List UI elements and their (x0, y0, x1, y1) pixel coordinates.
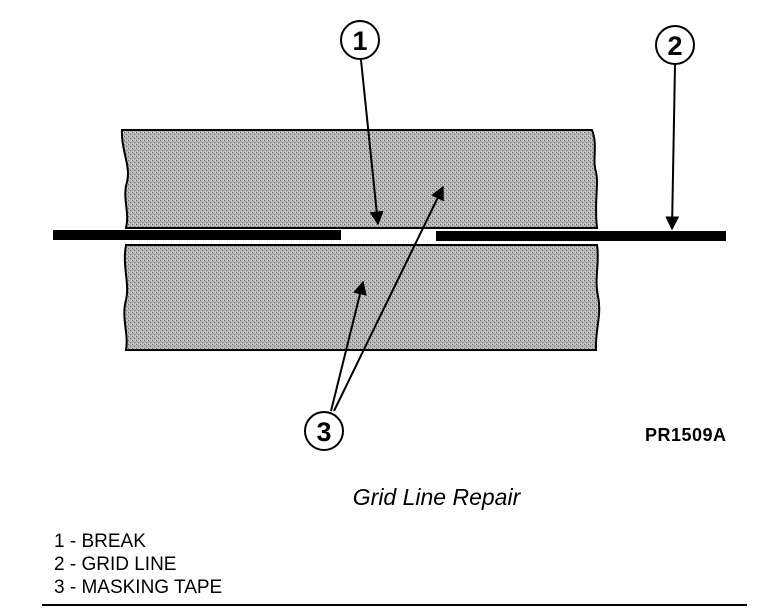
grid-line-break-gap (341, 230, 436, 241)
callout-2-circle (655, 25, 695, 65)
grid-line-right-segment (436, 231, 726, 241)
grid-line-left-segment (53, 230, 341, 240)
legend-item-grid-line: 2 - GRID LINE (54, 554, 177, 575)
legend-item-break: 1 - BREAK (54, 531, 146, 552)
callout-1-circle (340, 20, 380, 60)
figure-caption: Grid Line Repair (352, 484, 521, 510)
bottom-divider (42, 604, 747, 606)
callout-3-leader-lower (330, 280, 367, 412)
callout-1-leader (360, 59, 384, 226)
legend: 1 - BREAK 2 - GRID LINE 3 - MASKING TAPE (54, 530, 222, 599)
masking-tape-upper (120, 129, 599, 229)
callout-2-leader (665, 64, 680, 231)
callout-3-circle (304, 411, 344, 451)
callout-3-leader-upper (333, 185, 444, 412)
legend-item-masking-tape: 3 - MASKING TAPE (54, 577, 223, 598)
callout-3: 3 (304, 185, 444, 451)
callout-1-number: 1 (352, 26, 367, 56)
callout-2-number: 2 (667, 31, 682, 61)
figure-id-code: PR1509A (645, 425, 727, 445)
callout-3-number: 3 (316, 417, 331, 447)
callout-1: 1 (340, 20, 384, 226)
callout-2: 2 (655, 25, 695, 231)
masking-tape-lower (123, 244, 601, 351)
